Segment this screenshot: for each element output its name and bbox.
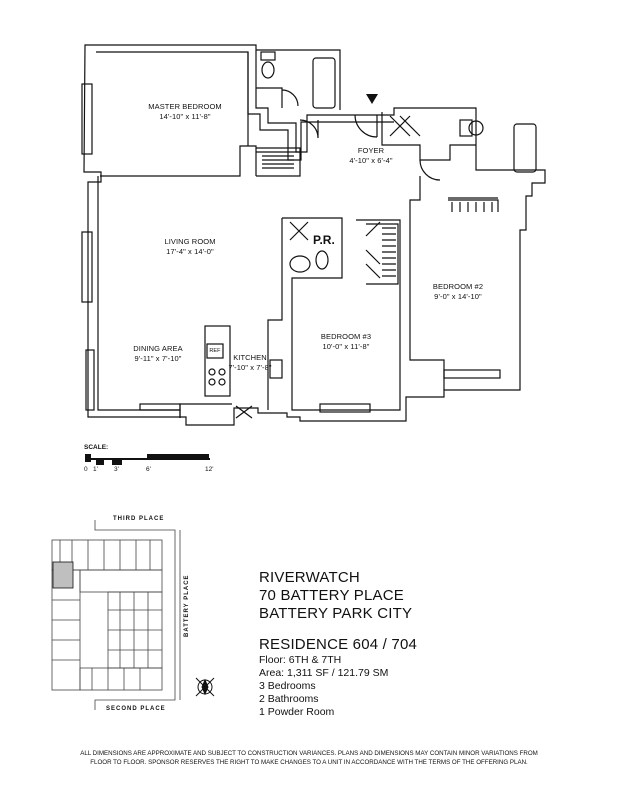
keyplan-battery-place: BATTERY PLACE [184,574,190,637]
scale-tick: 12' [205,466,214,473]
room-dims: 10'-0" x 11'-8" [322,342,370,351]
room-name: KITCHEN [233,353,267,362]
powder-room-wall [267,217,343,410]
room-name: FOYER [357,146,385,155]
room-dims: 4'-10" x 6'-4" [349,156,393,165]
dining-window [139,403,181,411]
bedroom2-window [443,369,501,379]
room-name: LIVING ROOM [164,237,216,246]
window-left-top [81,83,93,155]
room-dims: 9'-0" x 14'-10" [434,292,482,301]
room-dims: 7'-10" x 7'-8" [228,363,272,372]
master-toilet [261,61,275,79]
room-name: DINING AREA [133,344,183,353]
room-dims: 14'-10" x 11'-8" [159,112,211,121]
scale-label: SCALE: [84,444,109,451]
building-name: RIVERWATCH [259,569,360,586]
residence-bedrooms: 3 Bedrooms [259,680,316,692]
door-swing [354,114,378,138]
stove-burner [208,368,216,376]
entry-arrow-icon [366,94,378,104]
residence-title: RESIDENCE 604 / 704 [259,636,418,653]
keyplan-second-place: SECOND PLACE [106,706,166,712]
kitchen-island [269,359,283,379]
closet-hatch [382,227,396,277]
door-swing [419,159,441,181]
room-name: MASTER BEDROOM [148,102,222,111]
residence-powder: 1 Powder Room [259,706,335,718]
powder-toilet [315,250,329,270]
bedroom2-wall [409,176,499,390]
room-label-powder-room: P.R. [313,233,335,247]
kitchen-counter [204,325,231,397]
room-label-foyer: FOYER 4'-10" x 6'-4" [346,146,396,166]
scale-bar [85,454,210,465]
residence-info: RIVERWATCH 70 BATTERY PLACE BATTERY PARK… [259,569,417,719]
refrigerator [206,343,224,359]
keyplan-unit-highlight [52,561,74,589]
bath2-toilet [468,120,484,136]
room-label-bedroom2: BEDROOM #2 9'-0" x 14'-10" [418,282,498,302]
living-wall [179,403,232,418]
door-swing [281,89,299,107]
closet-hatch [262,155,294,169]
room-dims: 17'-4" x 14'-0" [166,247,214,256]
building-area: BATTERY PARK CITY [259,605,413,622]
room-dims: 9'-11" x 7'-10" [134,354,182,363]
bedroom3-closet [366,223,399,285]
scale-tick: 3' [114,466,119,473]
room-label-kitchen: KITCHEN 7'-10" x 7'-8" [222,353,278,373]
bath2-bathtub [513,123,537,173]
window-left-bottom [85,349,95,411]
bedroom3-window [319,403,371,413]
room-label-dining-area: DINING AREA 9'-11" x 7'-10" [118,344,198,364]
room-name: BEDROOM #2 [432,282,484,291]
bath2-sink [459,119,473,137]
room-label-living-room: LIVING ROOM 17'-4" x 14'-0" [150,237,230,257]
master-bedroom-wall [100,52,257,177]
foyer-closet [389,115,421,137]
disclaimer: ALL DIMENSIONS ARE APPROXIMATE AND SUBJE… [0,749,618,767]
bedroom2-closet [448,197,498,212]
room-name: BEDROOM #3 [320,332,372,341]
master-bath-wall [256,49,341,110]
master-sink [260,51,276,61]
disclaimer-line: ALL DIMENSIONS ARE APPROXIMATE AND SUBJE… [80,750,538,757]
stove-burner [218,378,226,386]
bedroom3-wall [291,219,401,411]
powder-sink [289,255,311,273]
exterior-wall [83,44,546,426]
master-closet [256,147,301,177]
scale-tick: 1' [93,466,98,473]
scale-tick: 0 [84,466,88,473]
residence-floor: Floor: 6TH & 7TH [259,654,342,666]
door-swing [299,119,319,139]
master-bathtub [312,57,336,109]
room-label-bedroom3: BEDROOM #3 10'-0" x 11'-8" [306,332,386,352]
north-arrow-icon [195,677,215,697]
stove-burner [218,368,226,376]
residence-area: Area: 1,311 SF / 121.79 SM [259,667,389,679]
stove-burner [208,378,216,386]
disclaimer-line: FLOOR TO FLOOR. SPONSOR RESERVES THE RIG… [90,759,528,766]
residence-bathrooms: 2 Bathrooms [259,693,319,705]
window-left-mid [81,231,93,303]
appliance-label-ref: REF [209,348,221,354]
kitchen-window [235,405,253,419]
keyplan [51,520,181,710]
building-address: 70 BATTERY PLACE [259,587,404,604]
keyplan-third-place: THIRD PLACE [113,516,165,522]
scale-tick: 6' [146,466,151,473]
door-swing [365,221,381,279]
door-swing [289,221,309,241]
room-label-master-bedroom: MASTER BEDROOM 14'-10" x 11'-8" [140,102,230,122]
